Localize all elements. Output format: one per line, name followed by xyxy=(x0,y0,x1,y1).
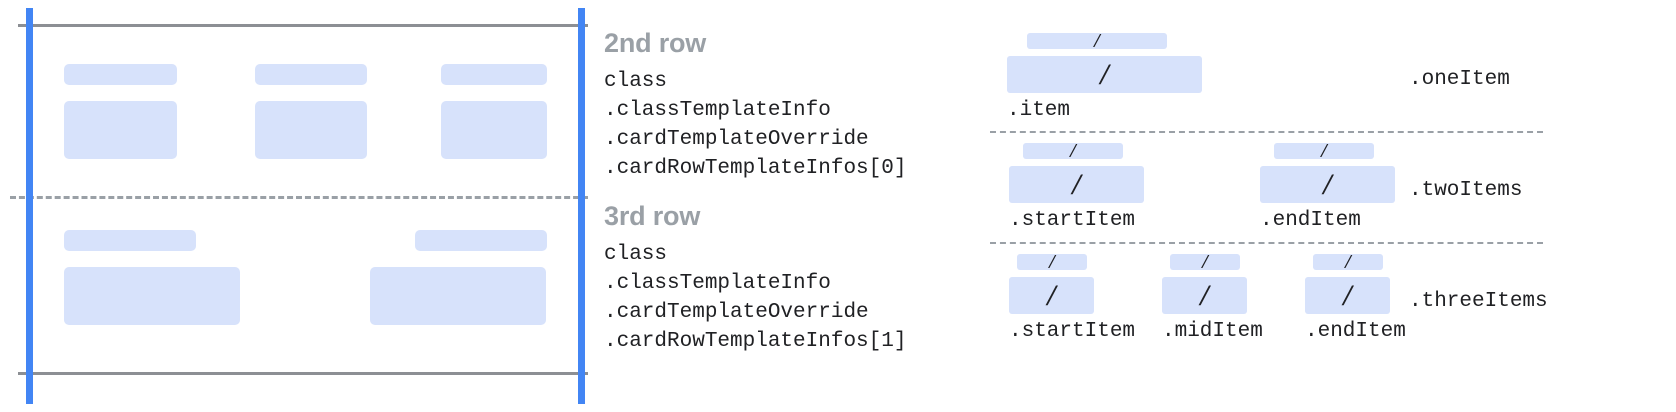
legend-block-3rd-row: 3rd row class .classTemplateInfo .cardTe… xyxy=(604,203,906,356)
row3-col2-value-block xyxy=(370,267,546,325)
legend-heading: 3rd row xyxy=(604,201,701,231)
item-value-bar: / xyxy=(1009,166,1144,203)
item-label-bar: / xyxy=(1023,140,1123,162)
item-value-bar: / xyxy=(1162,277,1247,314)
legend-code-line: class xyxy=(604,243,668,266)
legend-code-line: .cardTemplateOverride xyxy=(604,301,869,324)
item-label-bar: / xyxy=(1170,251,1240,273)
row2-col3-value-block xyxy=(441,101,547,159)
item-layout-variants: / / .item .oneItem / / .startItem / / xyxy=(985,0,1676,412)
item-value-bar: / xyxy=(1305,277,1390,314)
row2-col1-value-block xyxy=(64,101,177,159)
item-caption: .endItem xyxy=(1260,209,1361,232)
item-caption: .midItem xyxy=(1162,320,1263,343)
legend-code-line: .classTemplateInfo xyxy=(604,99,831,122)
legend-block-2nd-row: 2nd row class .classTemplateInfo .cardTe… xyxy=(604,30,906,183)
threeitems-end-item: / / .endItem xyxy=(1305,251,1406,343)
row3-col1-label-block xyxy=(64,230,196,251)
template-path-legend: 2nd row class .classTemplateInfo .cardTe… xyxy=(604,0,984,412)
legend-code-line: class xyxy=(604,70,668,93)
legend-code-line: .cardRowTemplateInfos[1] xyxy=(604,330,907,353)
slash-separator-icon: / xyxy=(1100,57,1109,91)
threeitems-mid-item: / / .midItem xyxy=(1162,251,1263,343)
slash-separator-icon: / xyxy=(1321,140,1327,162)
start-edge-guide-line xyxy=(26,8,33,404)
row2-col1-label-block xyxy=(64,64,177,85)
row-top-guide-line xyxy=(18,24,588,27)
item-caption: .startItem xyxy=(1009,209,1136,232)
item-caption: .startItem xyxy=(1009,320,1136,343)
row2-col3-label-block xyxy=(441,64,547,85)
slash-separator-icon: / xyxy=(1343,278,1352,312)
slash-separator-icon: / xyxy=(1094,30,1100,52)
twoitems-start-item: / / .startItem xyxy=(1009,140,1144,232)
row-bottom-guide-line xyxy=(18,372,588,375)
item-label-bar: / xyxy=(1274,140,1374,162)
item-label-bar: / xyxy=(1027,30,1167,52)
card-rows-preview xyxy=(0,0,595,412)
variant-separator-1 xyxy=(990,131,1543,133)
slash-separator-icon: / xyxy=(1047,278,1056,312)
item-label-bar: / xyxy=(1313,251,1383,273)
legend-code-line: .cardRowTemplateInfos[0] xyxy=(604,157,907,180)
threeitems-start-item: / / .startItem xyxy=(1009,251,1136,343)
slash-separator-icon: / xyxy=(1200,278,1209,312)
row-divider-dashed-line xyxy=(10,196,588,199)
slash-separator-icon: / xyxy=(1072,167,1081,201)
row2-col2-value-block xyxy=(255,101,367,159)
group-label-threeitems: .threeItems xyxy=(1409,290,1548,313)
item-value-bar: / xyxy=(1260,166,1395,203)
legend-heading: 2nd row xyxy=(604,28,707,58)
group-label-twoitems: .twoItems xyxy=(1409,179,1523,202)
end-edge-guide-line xyxy=(578,8,585,404)
item-value-bar: / xyxy=(1007,56,1202,93)
row3-col1-value-block xyxy=(64,267,240,325)
item-label-bar: / xyxy=(1017,251,1087,273)
row2-col2-label-block xyxy=(255,64,367,85)
slash-separator-icon: / xyxy=(1202,251,1208,273)
slash-separator-icon: / xyxy=(1070,140,1076,162)
legend-code-line: .classTemplateInfo xyxy=(604,272,831,295)
oneitem-item: / / .item xyxy=(1007,30,1202,122)
twoitems-end-item: / / .endItem xyxy=(1260,140,1395,232)
slash-separator-icon: / xyxy=(1323,167,1332,201)
item-caption: .item xyxy=(1007,99,1071,122)
item-caption: .endItem xyxy=(1305,320,1406,343)
variant-separator-2 xyxy=(990,242,1543,244)
slash-separator-icon: / xyxy=(1049,251,1055,273)
legend-code-line: .cardTemplateOverride xyxy=(604,128,869,151)
group-label-oneitem: .oneItem xyxy=(1409,68,1510,91)
item-value-bar: / xyxy=(1009,277,1094,314)
row3-col2-label-block xyxy=(415,230,547,251)
slash-separator-icon: / xyxy=(1345,251,1351,273)
